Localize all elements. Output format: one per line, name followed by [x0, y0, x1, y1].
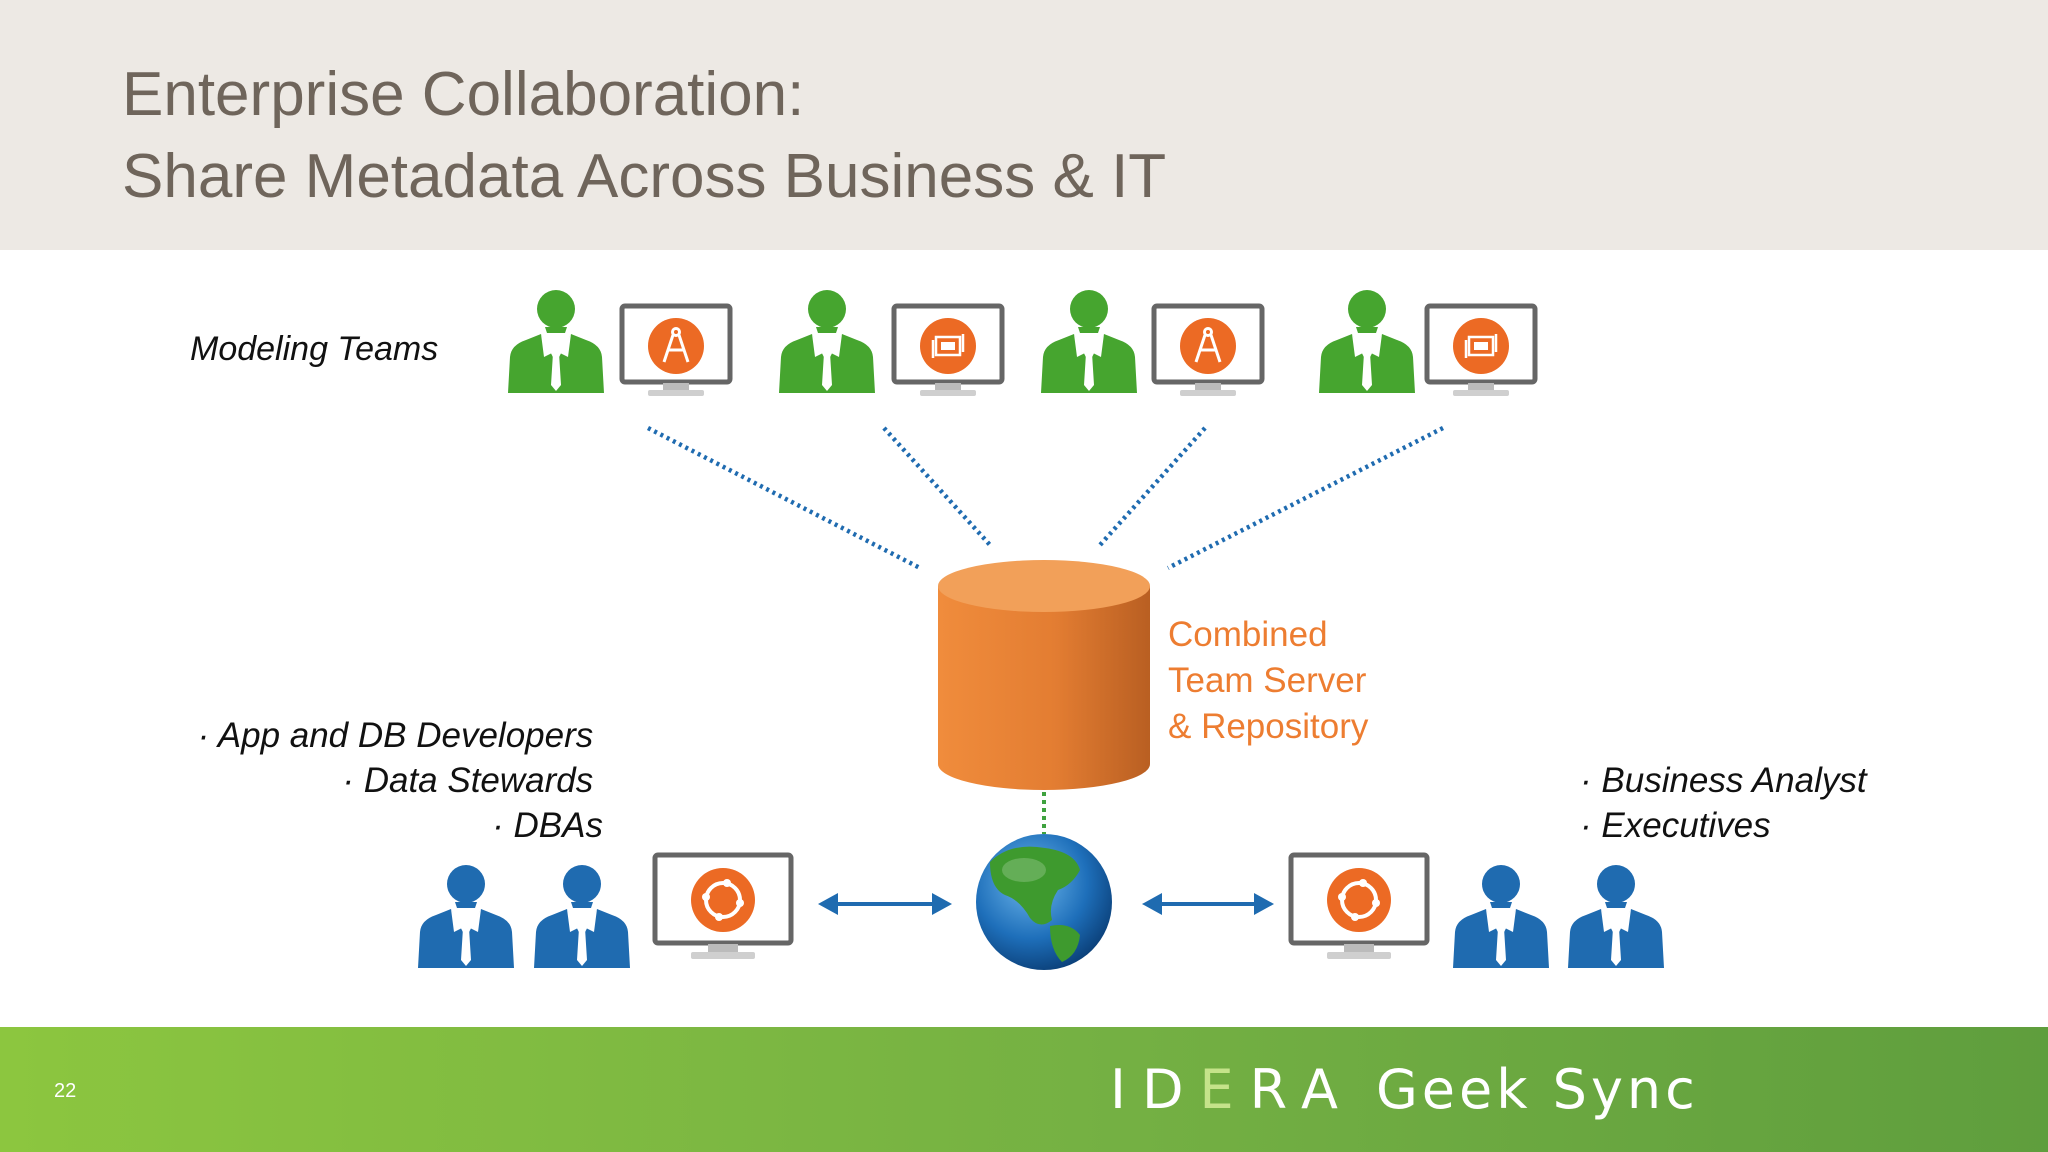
modeler-icon — [779, 290, 875, 393]
role-item: · Business Analyst — [1580, 761, 1868, 800]
left-user-group — [418, 855, 791, 968]
logo-letter: R — [1249, 1058, 1301, 1121]
sync-icon — [691, 868, 755, 932]
double-arrow-right — [1142, 893, 1274, 915]
footer-bar — [0, 1027, 2048, 1152]
monitor-icon — [655, 855, 791, 959]
blueprint-icon — [920, 318, 976, 374]
role-item: · App and DB Developers — [198, 716, 594, 755]
dotted-connectors — [646, 425, 1445, 571]
modeling-team-3 — [1041, 290, 1262, 396]
server-label-line: & Repository — [1168, 707, 1369, 746]
modeling-team-4 — [1319, 290, 1535, 396]
user-icon — [418, 865, 514, 968]
connector-line — [882, 426, 992, 547]
collaboration-diagram: Modeling Teams — [190, 290, 1876, 970]
monitor-icon — [1291, 855, 1427, 959]
modeling-team-1 — [508, 290, 730, 396]
logo-letter: A — [1301, 1058, 1354, 1121]
modeling-teams-label: Modeling Teams — [190, 330, 438, 368]
server-label-line: Combined — [1168, 615, 1328, 654]
title-line-2: Share Metadata Across Business & IT — [122, 142, 1167, 211]
role-item: · Data Stewards — [342, 761, 593, 800]
connector-line — [646, 425, 922, 571]
title-bar: Enterprise Collaboration: Share Metadata… — [0, 0, 2048, 250]
modeler-icon — [508, 290, 604, 393]
sync-icon — [1327, 868, 1391, 932]
logo-letter: E — [1199, 1058, 1250, 1121]
idera-geek-sync-logo: IDERA Geek Sync — [1110, 1058, 1699, 1121]
slide-title: Enterprise Collaboration: Share Metadata… — [122, 54, 1166, 218]
user-icon — [534, 865, 630, 968]
modeler-icon — [1041, 290, 1137, 393]
connector-line — [1166, 425, 1445, 571]
globe-icon — [976, 834, 1112, 970]
logo-letter: I — [1110, 1058, 1142, 1121]
left-roles-list: · App and DB Developers · Data Stewards … — [198, 716, 603, 845]
monitor-icon — [1154, 306, 1262, 396]
monitor-icon — [894, 306, 1002, 396]
compass-icon — [1180, 318, 1236, 374]
double-arrow-left — [818, 893, 952, 915]
page-number: 22 — [54, 1080, 77, 1102]
repository-cylinder-icon — [938, 560, 1150, 790]
title-line-1: Enterprise Collaboration: — [122, 60, 805, 129]
logo-geek-sync: Geek Sync — [1375, 1058, 1699, 1121]
modeling-team-2 — [779, 290, 1002, 396]
connector-line — [1098, 426, 1207, 547]
compass-icon — [648, 318, 704, 374]
modeler-icon — [1319, 290, 1415, 393]
right-user-group — [1291, 855, 1664, 968]
user-icon — [1568, 865, 1664, 968]
right-roles-list: · Business Analyst · Executives — [1580, 761, 1876, 845]
blueprint-icon — [1453, 318, 1509, 374]
monitor-icon — [622, 306, 730, 396]
role-item: · DBAs — [492, 806, 603, 845]
server-label-line: Team Server — [1168, 661, 1367, 700]
logo-letter: D — [1141, 1058, 1200, 1121]
server-label: Combined Team Server & Repository — [1168, 615, 1376, 746]
role-item: · Executives — [1580, 806, 1771, 845]
monitor-icon — [1427, 306, 1535, 396]
user-icon — [1453, 865, 1549, 968]
